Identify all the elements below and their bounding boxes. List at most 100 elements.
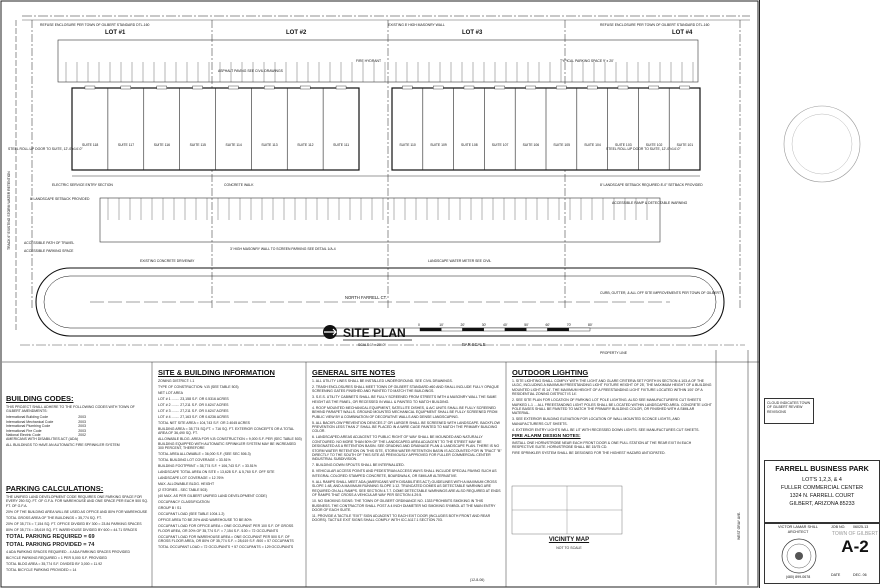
code-year: 2003 bbox=[78, 419, 86, 424]
code-name: International Plumbing Code bbox=[6, 424, 51, 429]
suite-label: SUITE 112 bbox=[297, 143, 313, 147]
annotation: EXISTING CONCRETE DRIVEWAY bbox=[140, 259, 195, 263]
code-name: International Mechanical Code bbox=[6, 419, 54, 424]
parking-provided: TOTAL PARKING PROVIDED = 74 bbox=[6, 542, 95, 548]
lot-label: LOT #3 bbox=[462, 30, 483, 36]
site-info-line: ALLOWABLE BLDG. AREA FOR V-B CONSTRUCTIO… bbox=[158, 437, 302, 451]
site-info-line: BUILDING AREA = 35,774 SQ.FT. = 716 SQ. … bbox=[158, 427, 295, 436]
site-info-line: LOT # 3 ........ 27,211 S.F. OR 0.6247 A… bbox=[158, 409, 229, 413]
site-info-line: BUILDING FOOTPRINT = 35,774 S.F. + 106,7… bbox=[158, 464, 257, 469]
general-note: 10. NO SMOKING SIGNS: THE TOWN OF GILBER… bbox=[312, 499, 496, 512]
codes-intro: THIS PROJECT SHALL ADHERE TO THE FOLLOWI… bbox=[6, 405, 135, 414]
parking-footer-line: BICYCLE PARKING REQUIRED = 1 PER 5,000 S… bbox=[6, 556, 107, 561]
date: DEC. 06 bbox=[853, 573, 867, 577]
outdoor-lighting-title: OUTDOOR LIGHTING bbox=[512, 368, 589, 377]
code-year: 2002 bbox=[78, 433, 86, 438]
date-label: DATE bbox=[831, 573, 841, 577]
general-site-notes: GENERAL SITE NOTES 1. ALL UTILITY LINES … bbox=[312, 368, 502, 582]
code-name: International Fire Code bbox=[6, 428, 42, 433]
annotation: STEEL ROLL-UP DOOR TO SUITE, 12'-0"x14'-… bbox=[606, 147, 681, 151]
site-info-line: OCCUPANT LOAD FOR OFFICE AREA = ONE OCCU… bbox=[158, 524, 294, 533]
scale-note: SCALE 1" = 20'-0" bbox=[358, 343, 386, 347]
parking-stalls-north bbox=[65, 62, 694, 82]
code-year: 2003 bbox=[78, 428, 86, 433]
suite-label: SUITE 110 bbox=[399, 143, 415, 147]
code-row: International Mechanical Code 2003 bbox=[6, 420, 86, 424]
code-name: National Electric Code bbox=[6, 433, 41, 438]
annotation: 3' HIGH MASONRY WALL TO SCREEN PARKING S… bbox=[230, 247, 336, 251]
general-note: 9. ALL RAMPS SHALL MEET ADA (AMERICANS W… bbox=[312, 479, 501, 498]
site-info-line: TOTAL OCCUPANT LOAD = 72 OCCUPANTS + 57 … bbox=[158, 545, 294, 550]
vicinity-map-title: VICINITY MAP bbox=[548, 537, 590, 543]
bar-scale-tick: 50' bbox=[524, 323, 529, 327]
annotation: FIRE HYDRANT bbox=[356, 59, 381, 63]
code-row: International Building Code 2003 bbox=[6, 415, 86, 419]
bar-scale-tick: 40' bbox=[503, 323, 508, 327]
suite-label: SUITE 108 bbox=[461, 143, 478, 147]
suite-label: SUITE 106 bbox=[523, 143, 540, 147]
site-info-line: GROUP B / S1 bbox=[158, 506, 182, 511]
site-info-line: OCCUPANCY CLASSIFICATION bbox=[158, 500, 210, 505]
suite-label: SUITE 114 bbox=[225, 143, 241, 147]
suite-label: SUITE 107 bbox=[492, 143, 509, 147]
architect-phone: (480) 899-0678 bbox=[785, 575, 811, 579]
code-name: International Building Code bbox=[6, 415, 49, 420]
annotation: 8' LANDSCAPE SETBACK REQUIRED 8'-0" SETB… bbox=[600, 183, 703, 187]
general-note: 6. LANDSCAPED AREAS ADJACENT TO PUBLIC R… bbox=[312, 435, 502, 462]
parking-lot-south bbox=[99, 197, 661, 243]
suite-label: SUITE 105 bbox=[553, 143, 570, 147]
code-year: 2003 bbox=[78, 424, 86, 429]
bar-scale-tick: 60' bbox=[546, 323, 551, 327]
suite-label: SUITE 109 bbox=[430, 143, 447, 147]
street-label: NORTH FARRELL CT. bbox=[345, 295, 387, 300]
site-info-line: LANDSCAPE TOTAL AREA ON SITE = 13,628 S.… bbox=[158, 470, 275, 475]
code-row: International Plumbing Code 2003 bbox=[6, 424, 86, 428]
lot-label: LOT #1 bbox=[105, 30, 126, 36]
building-codes: BUILDING CODES: THIS PROJECT SHALL ADHER… bbox=[6, 394, 146, 482]
parking-lot-north bbox=[57, 39, 699, 83]
review-stamp: CLOUD INDICATES TOWN OF GILBERT REVIEW R… bbox=[764, 398, 814, 424]
general-note: 3. S.E.S. UTILITY CABINETS SHALL BE FULL… bbox=[312, 395, 497, 404]
annotation: ELECTRIC SERVICE ENTRY SECTION bbox=[52, 183, 113, 187]
site-info-line: NET LOT AREA bbox=[158, 391, 183, 395]
annotation: STEEL ROLL-UP DOOR TO SUITE, 12'-0"x14'-… bbox=[8, 147, 83, 151]
lot-label: LOT #4 bbox=[672, 30, 693, 36]
tract-label: TRACK 6" EXISTING STORM WATER RETENTION bbox=[7, 171, 11, 250]
suite-label: SUITE 111 bbox=[333, 143, 349, 147]
parking-line: THE UNIFIED LAND DEVELOPMENT CODE REQUIR… bbox=[6, 495, 149, 508]
site-info-line: TYPE OF CONSTRUCTION: V-B (SEE TABLE 503… bbox=[158, 385, 239, 389]
annotation: ACCESSIBLE PARKING SPACE bbox=[24, 249, 74, 253]
fire-alarm-title: FIRE ALARM DESIGN NOTES: bbox=[512, 434, 581, 440]
job-no: 06025-13 bbox=[853, 525, 869, 529]
bar-scale-tick: 0 bbox=[418, 323, 420, 327]
parking-line: 20% OF 35,774 = 7,154 SQ. FT. OFFICE DIV… bbox=[6, 521, 142, 526]
parking-footer-line: TOTAL BLDG AREA = 35,774 S.F. DIVIDED BY… bbox=[6, 562, 103, 567]
parking-stalls-south bbox=[107, 198, 648, 220]
job-no-label: JOB NO. bbox=[831, 525, 846, 529]
annotation: REFUSE ENCLOSURE PER TOWN OF GILBERT STA… bbox=[40, 23, 149, 27]
bar-scale-tick: 70' bbox=[567, 323, 572, 327]
site-info-line: LOT # 4 ........ 27,163 S.F. OR 0.6236 A… bbox=[158, 415, 229, 419]
code-row: National Electric Code 2002 bbox=[6, 433, 86, 437]
project-info: FARRELL BUSINESS PARK LOT'S 1,2,3, & 4 F… bbox=[764, 460, 880, 524]
title-block-border bbox=[764, 4, 880, 459]
project-city: GILBERT, ARIZONA 85233 bbox=[789, 501, 855, 507]
suite-label: SUITE 118 bbox=[82, 143, 98, 147]
architect-name: VICTOR LAMAR SHILL bbox=[777, 525, 819, 529]
parking-calculations: PARKING CALCULATIONS: THE UNIFIED LAND D… bbox=[6, 484, 150, 586]
code-year: 2003 bbox=[78, 415, 86, 420]
annotation: ACCESSIBLE RAMP & DETECTABLE WARNING bbox=[612, 201, 688, 205]
site-building-info: SITE & BUILDING INFORMATION ZONING DISTR… bbox=[158, 368, 302, 586]
bar-scale-tick: 80' bbox=[588, 323, 593, 327]
site-info-title: SITE & BUILDING INFORMATION bbox=[158, 368, 275, 377]
annotation: ACCESSIBLE PATH OF TRAVEL bbox=[24, 241, 74, 245]
site-info-line: OCCUPANT LOAD FOR WAREHOUSE AREA = ONE O… bbox=[158, 534, 294, 544]
vicinity-map-caption: VICINITY MAP NOT TO SCALE bbox=[514, 536, 624, 556]
site-info-line: TOTAL NET SITE AREA = 104,743 S.F. OR 2.… bbox=[158, 421, 250, 425]
project-address: 1324 N. FARRELL COURT bbox=[789, 493, 855, 499]
vicinity-scale: NOT TO SCALE bbox=[556, 546, 582, 550]
site-info-line: LANDSCAPE LOT COVERAGE = 12.76% bbox=[158, 476, 224, 481]
codes-extra: ALL BUILDINGS TO HAVE AN AUTOMATIC FIRE … bbox=[6, 443, 120, 448]
suite-label: SUITE 102 bbox=[646, 143, 663, 147]
